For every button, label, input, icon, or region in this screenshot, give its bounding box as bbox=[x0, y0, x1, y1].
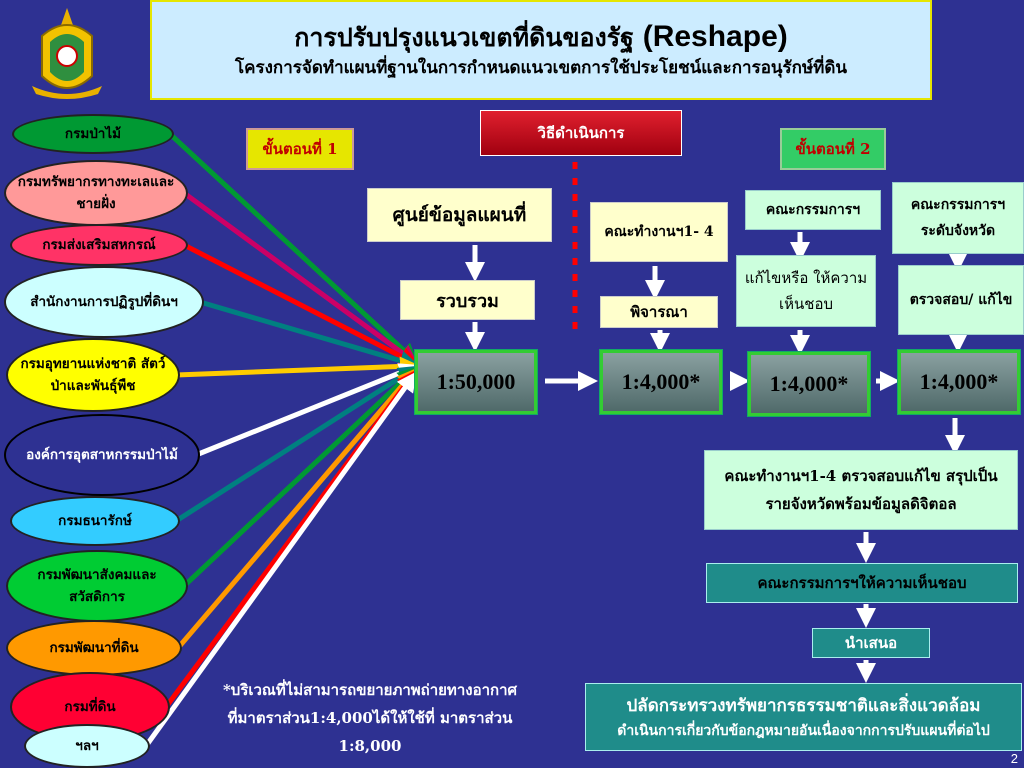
agency-arrow-3 bbox=[199, 299, 420, 371]
agency-arrow-7 bbox=[182, 366, 418, 588]
agency-arrow-10 bbox=[143, 371, 417, 748]
agency-label: ฯลฯ bbox=[75, 738, 99, 754]
agency-arrow-4 bbox=[175, 356, 420, 378]
agency-oval-2: กรมส่งเสริมสหกรณ์ bbox=[10, 224, 188, 266]
committee-approve-box: คณะกรรมการฯให้ความเห็นชอบ bbox=[706, 563, 1018, 603]
map-center-box: ศูนย์ข้อมูลแผนที่ bbox=[367, 188, 552, 242]
agency-label: กรมทรัพยากรทางทะเลและชายฝั่ง bbox=[17, 174, 175, 212]
agency-oval-10: ฯลฯ bbox=[24, 724, 150, 768]
agency-oval-4: กรมอุทยานแห่งชาติ สัตว์ป่าและพันธุ์พืช bbox=[6, 338, 180, 412]
agency-oval-5: องค์การอุตสาหกรรมป่าไม้ bbox=[4, 414, 200, 496]
agency-oval-0: กรมป่าไม้ bbox=[12, 114, 174, 154]
propose-box: นำเสนอ bbox=[812, 628, 930, 658]
step1-label: ขั้นตอนที่ 1 bbox=[246, 128, 354, 170]
final-box: ปลัดกระทรวงทรัพยากรธรรมชาติและสิ่งแวดล้อ… bbox=[585, 683, 1022, 751]
agency-label: กรมพัฒนาที่ดิน bbox=[49, 640, 139, 656]
summary-box: คณะทำงานฯ1-4 ตรวจสอบแก้ไข สรุปเป็นรายจัง… bbox=[704, 450, 1018, 530]
agency-label: กรมอุทยานแห่งชาติ สัตว์ป่าและพันธุ์พืช bbox=[20, 356, 166, 394]
agency-label: กรมส่งเสริมสหกรณ์ bbox=[42, 237, 156, 253]
agency-arrows bbox=[143, 132, 420, 748]
method-header: วิธีดำเนินการ bbox=[480, 110, 682, 156]
scale-box-3: 1:4,000* bbox=[747, 351, 871, 417]
agency-arrow-6 bbox=[174, 365, 419, 524]
agency-arrow-0 bbox=[168, 132, 418, 364]
title-banner: การปรับปรุงแนวเขตที่ดินของรัฐ (Reshape) … bbox=[150, 0, 932, 100]
working-group-box: คณะทำงานฯ1- 4 bbox=[590, 202, 728, 262]
footnote: *บริเวณที่ไม่สามารถขยายภาพถ่ายทางอากาศที… bbox=[222, 681, 518, 755]
page-title: การปรับปรุงแนวเขตที่ดินของรัฐ (Reshape) bbox=[294, 19, 788, 53]
agency-oval-1: กรมทรัพยากรทางทะเลและชายฝั่ง bbox=[4, 160, 188, 226]
scale-box-4: 1:4,000* bbox=[897, 349, 1021, 415]
process-arrows bbox=[465, 232, 968, 683]
final-box-subtitle: ดำเนินการเกี่ยวกับข้อกฎหมายอันเนื่องจากก… bbox=[617, 723, 990, 739]
agency-oval-3: สำนักงานการปฏิรูปที่ดินฯ bbox=[4, 266, 204, 338]
agency-oval-6: กรมธนารักษ์ bbox=[10, 496, 180, 546]
scale-box-2: 1:4,000* bbox=[599, 349, 723, 415]
scale-box-1: 1:50,000 bbox=[414, 349, 538, 415]
inspect-fix-box: ตรวจสอบ/ แก้ไข bbox=[898, 265, 1024, 335]
committee-box: คณะกรรมการฯ bbox=[745, 190, 881, 230]
final-box-title: ปลัดกระทรวงทรัพยากรธรรมชาติและสิ่งแวดล้อ… bbox=[626, 696, 981, 716]
agency-label: กรมธนารักษ์ bbox=[58, 513, 132, 529]
collect-box: รวบรวม bbox=[400, 280, 535, 320]
agency-oval-7: กรมพัฒนาสังคมและสวัสดิการ bbox=[6, 550, 188, 622]
agency-label: กรมป่าไม้ bbox=[64, 126, 122, 142]
agency-label: กรมที่ดิน bbox=[64, 699, 116, 715]
page-number: 2 bbox=[1010, 751, 1018, 766]
agency-label: สำนักงานการปฏิรูปที่ดินฯ bbox=[30, 294, 178, 310]
agency-label: กรมพัฒนาสังคมและสวัสดิการ bbox=[37, 567, 157, 605]
step2-label: ขั้นตอนที่ 2 bbox=[780, 128, 886, 170]
provincial-committee-box: คณะกรรมการฯ ระดับจังหวัด bbox=[892, 182, 1024, 254]
agency-arrow-1 bbox=[182, 190, 419, 365]
agency-arrow-8 bbox=[176, 367, 418, 650]
fix-or-approve-box: แก้ไขหรือ ให้ความเห็นชอบ bbox=[736, 255, 876, 327]
agency-arrow-5 bbox=[195, 363, 420, 458]
consider-box: พิจารณา bbox=[600, 296, 718, 328]
agency-oval-8: กรมพัฒนาที่ดิน bbox=[6, 620, 182, 676]
page-subtitle: โครงการจัดทำแผนที่ฐานในการกำหนดแนวเขตการ… bbox=[234, 57, 848, 78]
agency-label: องค์การอุตสาหกรรมป่าไม้ bbox=[26, 447, 178, 463]
ministry-seal-logo bbox=[32, 8, 102, 99]
agency-arrow-2 bbox=[182, 242, 420, 366]
